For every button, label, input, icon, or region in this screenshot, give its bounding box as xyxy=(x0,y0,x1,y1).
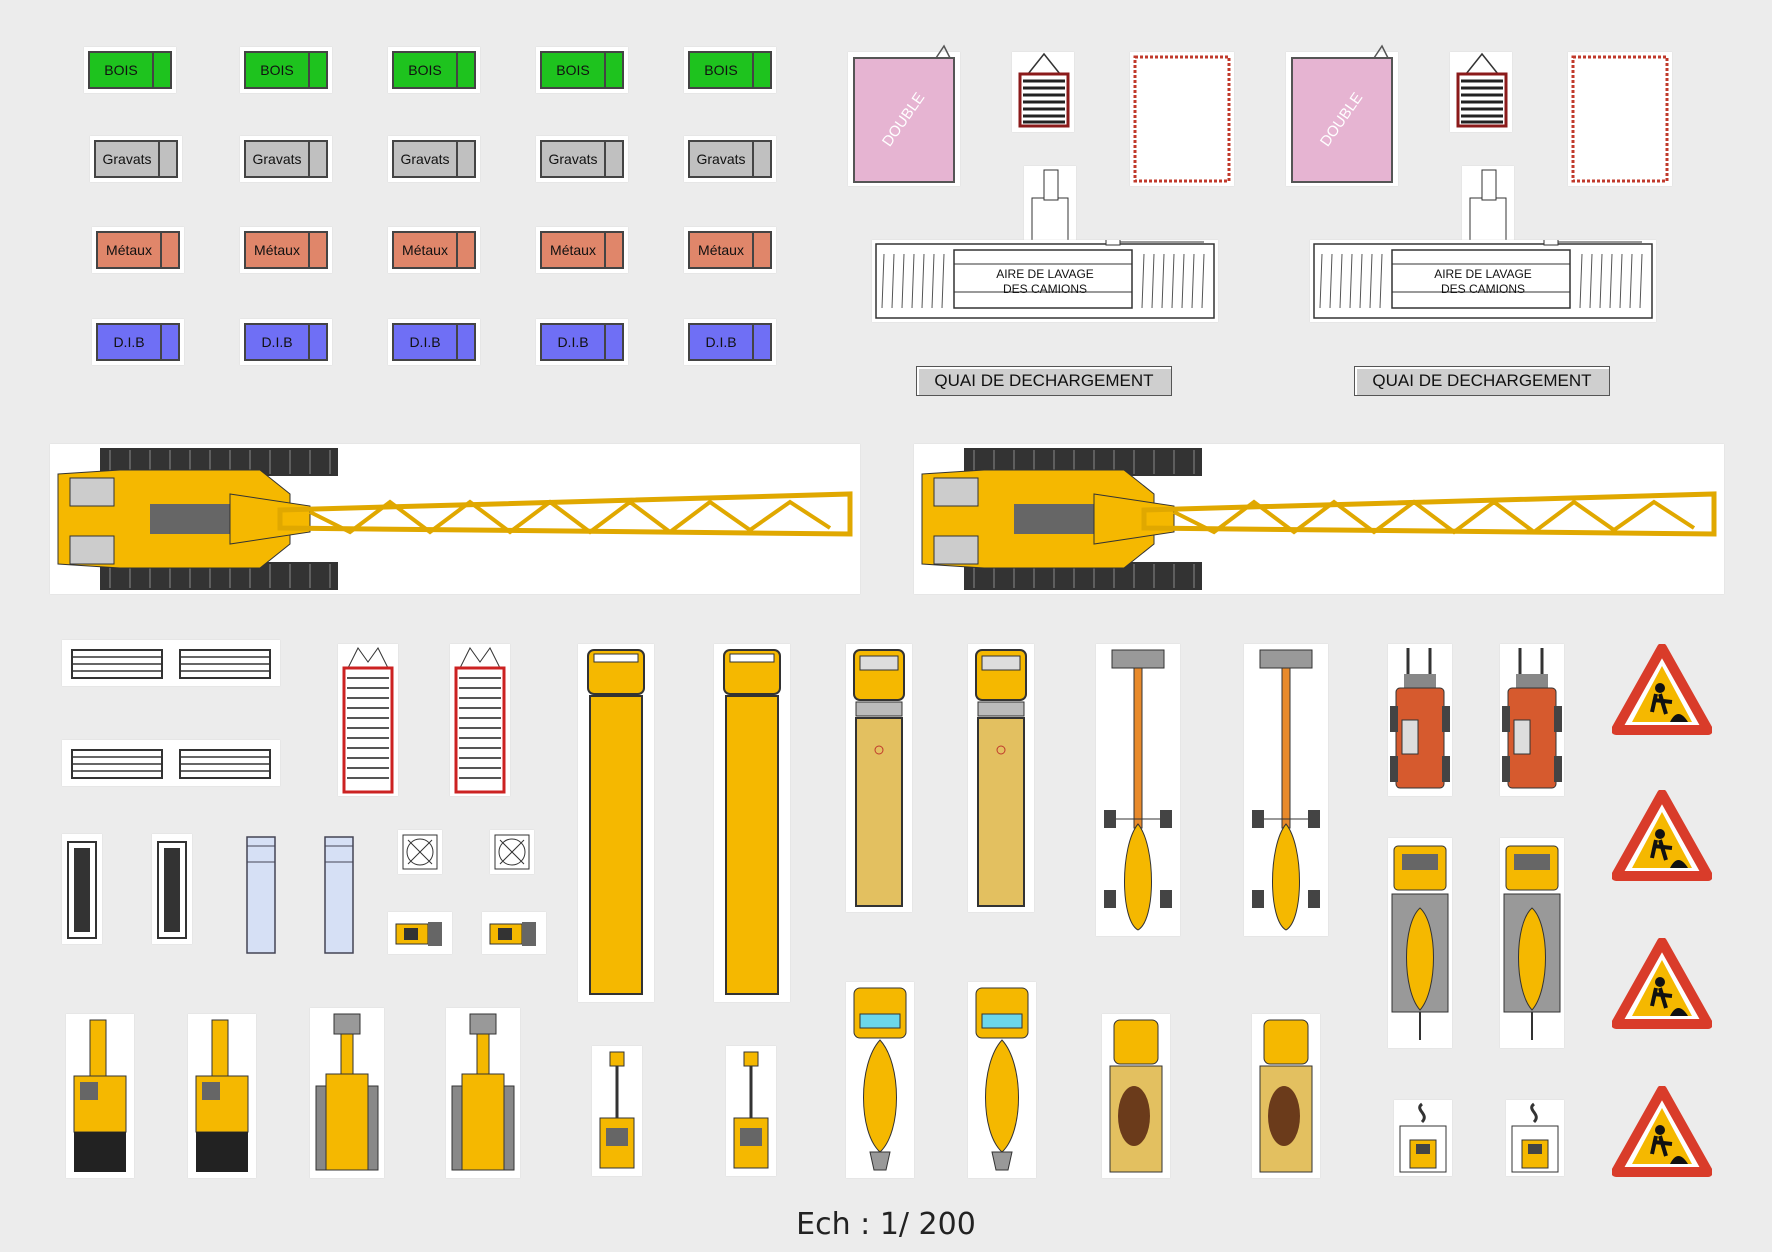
rack-icon[interactable] xyxy=(154,838,190,942)
bulldozer-icon[interactable] xyxy=(484,914,544,952)
tower-crane-icon[interactable] xyxy=(1244,646,1328,936)
double-area-icon[interactable]: DOUBLE xyxy=(1288,42,1398,186)
empty-zone-icon[interactable] xyxy=(1570,54,1670,184)
skip-bois[interactable]: BOIS xyxy=(688,51,772,89)
skip-metaux[interactable]: Métaux xyxy=(244,231,328,269)
mini-loader-icon[interactable] xyxy=(592,1048,642,1174)
skip-bois[interactable]: BOIS xyxy=(392,51,476,89)
wash-area-label: AIRE DE LAVAGE DES CAMIONS xyxy=(1434,267,1532,296)
wash-mast-icon xyxy=(1031,169,1069,248)
flatbed-truck-icon[interactable] xyxy=(580,646,652,1000)
skip-dib[interactable]: D.I.B xyxy=(392,323,476,361)
scaffold-icon[interactable] xyxy=(64,744,278,784)
skip-dib[interactable]: D.I.B xyxy=(244,323,328,361)
scale-label: Ech : 1/ 200 xyxy=(796,1207,976,1242)
mini-loader-icon[interactable] xyxy=(726,1048,776,1174)
wash-area-icon[interactable] xyxy=(874,240,1216,320)
forklift-icon[interactable] xyxy=(1500,646,1564,794)
fan-icon[interactable] xyxy=(400,832,440,872)
cabin-icon[interactable] xyxy=(244,834,278,956)
crawler-crane-icon[interactable] xyxy=(50,444,860,594)
scaffold-icon[interactable] xyxy=(64,644,278,684)
skip-bois[interactable]: BOIS xyxy=(88,51,172,89)
skip-bois[interactable]: BOIS xyxy=(244,51,328,89)
trailer-icon[interactable] xyxy=(450,644,510,796)
skip-metaux[interactable]: Métaux xyxy=(540,231,624,269)
wash-area-icon[interactable] xyxy=(1312,240,1654,320)
truck-icon[interactable] xyxy=(848,646,910,910)
excavator-icon[interactable] xyxy=(310,1010,384,1176)
dock-label[interactable]: QUAI DE DECHARGEMENT xyxy=(1354,366,1610,396)
skip-metaux[interactable]: Métaux xyxy=(688,231,772,269)
hoist-icon[interactable] xyxy=(1506,1100,1564,1176)
hoist-icon[interactable] xyxy=(1394,1100,1452,1176)
skip-gravats[interactable]: Gravats xyxy=(244,140,328,178)
skip-bois[interactable]: BOIS xyxy=(540,51,624,89)
crawler-crane-icon[interactable] xyxy=(914,444,1724,594)
skip-dib[interactable]: D.I.B xyxy=(96,323,180,361)
dump-truck-icon[interactable] xyxy=(1252,1016,1320,1176)
skip-gravats[interactable]: Gravats xyxy=(540,140,624,178)
roadworks-sign-icon xyxy=(1612,644,1712,735)
double-area-icon[interactable]: DOUBLE xyxy=(850,42,960,186)
truck-icon[interactable] xyxy=(970,646,1032,910)
concrete-pump-icon[interactable] xyxy=(1388,840,1452,1046)
wash-mast-icon xyxy=(1469,169,1507,248)
rack-icon[interactable] xyxy=(64,838,100,942)
skip-dib[interactable]: D.I.B xyxy=(688,323,772,361)
tower-crane-icon[interactable] xyxy=(1096,646,1180,936)
skip-dib[interactable]: D.I.B xyxy=(540,323,624,361)
skip-metaux[interactable]: Métaux xyxy=(96,231,180,269)
dump-truck-icon[interactable] xyxy=(1102,1016,1170,1176)
wash-area-label: AIRE DE LAVAGE DES CAMIONS xyxy=(996,267,1094,296)
roadworks-sign-icon xyxy=(1612,790,1712,881)
flatbed-truck-icon[interactable] xyxy=(716,646,788,1000)
excavator-icon[interactable] xyxy=(188,1016,256,1176)
skip-gravats[interactable]: Gravats xyxy=(94,140,178,178)
excavator-icon[interactable] xyxy=(446,1010,520,1176)
mixer-truck-icon[interactable] xyxy=(968,984,1036,1176)
forklift-icon[interactable] xyxy=(1388,646,1452,794)
fan-icon[interactable] xyxy=(492,832,532,872)
skip-gravats[interactable]: Gravats xyxy=(392,140,476,178)
gate-icon[interactable] xyxy=(1452,50,1512,132)
concrete-pump-icon[interactable] xyxy=(1500,840,1564,1046)
empty-zone-icon[interactable] xyxy=(1132,54,1232,184)
bulldozer-icon[interactable] xyxy=(390,914,450,952)
gate-icon[interactable] xyxy=(1014,50,1074,132)
trailer-icon[interactable] xyxy=(338,644,398,796)
skip-gravats[interactable]: Gravats xyxy=(688,140,772,178)
mixer-truck-icon[interactable] xyxy=(846,984,914,1176)
excavator-icon[interactable] xyxy=(66,1016,134,1176)
skip-metaux[interactable]: Métaux xyxy=(392,231,476,269)
cabin-icon[interactable] xyxy=(322,834,356,956)
roadworks-sign-icon xyxy=(1612,1086,1712,1177)
dock-label[interactable]: QUAI DE DECHARGEMENT xyxy=(916,366,1172,396)
roadworks-sign-icon xyxy=(1612,938,1712,1029)
